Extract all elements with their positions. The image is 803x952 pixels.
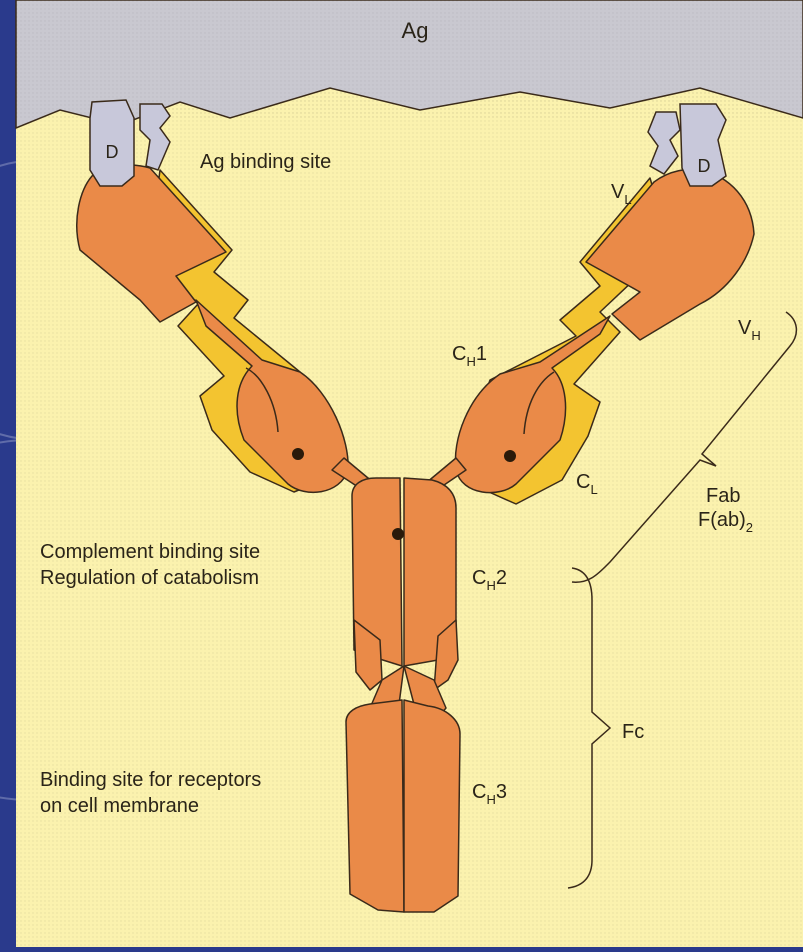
receptor-binding-label: Binding site for receptors [40,769,261,791]
fc-ch3-left [346,700,404,912]
fab-label: Fab [706,485,740,507]
complement-binding-label: Complement binding site [40,541,260,563]
ch2-disulfide-dot [392,528,404,540]
ag-binding-site-label: Ag binding site [200,151,331,173]
domain-left-label: D [106,142,119,162]
domain-right-label: D [698,156,711,176]
left-disulfide-dot [292,448,304,460]
catabolism-label: Regulation of catabolism [40,567,259,589]
antigen-label: Ag [402,18,429,43]
fc-ch3-right [404,700,460,912]
right-disulfide-dot [504,450,516,462]
cell-membrane-label: on cell membrane [40,795,199,817]
fc-label: Fc [622,721,644,743]
